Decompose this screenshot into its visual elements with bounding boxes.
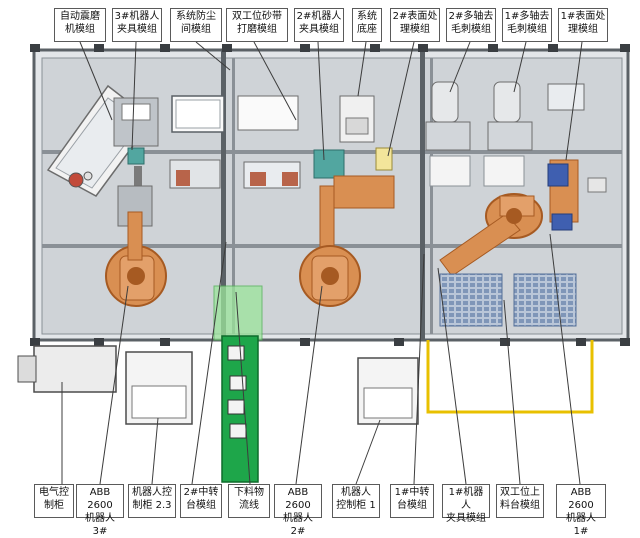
robot1 [439, 193, 543, 277]
callout-robot-cabinet-1: 机器人 控制柜 1 [332, 484, 380, 518]
callout-deburr2: 2#多轴去 毛刺模组 [446, 8, 496, 42]
surface-treatment-1 [547, 83, 607, 231]
electrical-cabinet-unit [17, 345, 117, 393]
callout-surface1: 1#表面处 理模组 [558, 8, 608, 42]
robot2-fixture-table [313, 147, 395, 209]
callout-robot1-fixture: 1#机器人 夹具模组 [442, 484, 490, 524]
robot3 [105, 185, 167, 307]
callout-robot-cabinet-23: 机器人控 制柜 2.3 [128, 484, 176, 518]
callout-abb-robot2: ABB 2600 机器人 2# [274, 484, 322, 537]
callout-deburr1: 1#多轴去 毛刺模组 [502, 8, 552, 42]
robot-cabinet-1-unit [357, 357, 419, 425]
callout-dual-loading: 双工位上 料台模组 [496, 484, 544, 518]
callout-system-base: 系统 底座 [352, 8, 382, 42]
callout-transfer1: 1#中转 台模组 [390, 484, 434, 518]
callout-transfer2: 2#中转 台模组 [180, 484, 222, 518]
dust-room-frame [169, 95, 225, 189]
leader-lines [61, 41, 583, 485]
loading-trays [439, 273, 577, 327]
callout-robot2-fixture: 2#机器人 夹具模组 [294, 8, 344, 42]
system-base-block [339, 95, 375, 143]
callout-surface2: 2#表面处 理模组 [390, 8, 440, 42]
callout-blanking-line: 下料物 流线 [228, 484, 270, 518]
robot-cabinet-23-unit [125, 351, 193, 425]
callout-abb-robot1: ABB 2600 机器人 1# [556, 484, 606, 537]
callout-electrical-cabinet: 电气控 制柜 [34, 484, 74, 518]
cable-run [426, 340, 594, 414]
callout-robot3-fixture: 3#机器人 夹具模组 [112, 8, 162, 42]
callout-auto-vibration-grinding: 自动震磨 机模组 [54, 8, 106, 42]
deburr-stations [425, 81, 533, 187]
belt-sanding-machine [237, 95, 301, 189]
robot2 [299, 185, 361, 307]
robot3-fixture-table [113, 97, 159, 200]
callout-abb-robot3: ABB 2600 机器人 3# [76, 484, 124, 537]
callout-dust-room: 系统防尘 间模组 [170, 8, 222, 42]
callout-dual-belt-sanding: 双工位砂带 打磨模组 [226, 8, 288, 42]
